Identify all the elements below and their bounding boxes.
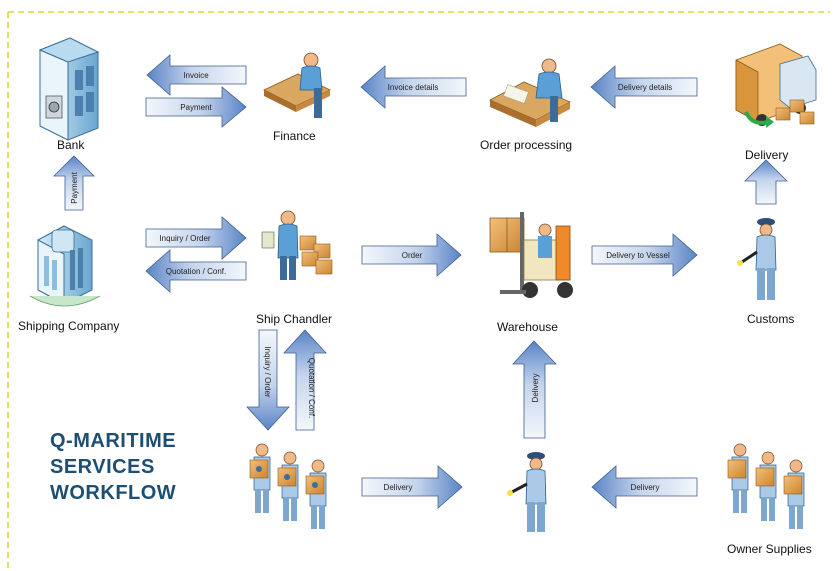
- shipping-company-icon: [29, 225, 101, 307]
- arrow-label-invoice: Invoice: [183, 71, 209, 80]
- node-label-shipping-company: Shipping Company: [18, 319, 120, 333]
- node-label-finance: Finance: [273, 129, 316, 143]
- order-processing-icon: [489, 58, 571, 127]
- arrow-label-delivery-details: Delivery details: [618, 83, 672, 92]
- arrow-inquiry-order-vertical: [246, 329, 290, 431]
- finance-icon: [263, 52, 331, 118]
- title-line-2: SERVICES: [50, 456, 155, 478]
- arrow-delivery-bottom-right: [591, 465, 698, 509]
- title-line-1: Q-MARITIME: [50, 430, 177, 452]
- arrow-label-payment-vertical: Payment: [70, 171, 79, 203]
- inspection-officer-icon: [507, 452, 547, 532]
- dashed-border: [7, 11, 830, 571]
- arrow-invoice-details: [360, 65, 467, 109]
- arrow-quotation-conf-vertical: [283, 329, 327, 431]
- arrow-order: [361, 233, 462, 277]
- arrow-label-delivery-vertical: Delivery: [531, 374, 540, 403]
- arrow-customs-to-delivery: [744, 159, 788, 205]
- node-label-owner-supplies: Owner Supplies: [727, 542, 812, 556]
- node-label-warehouse: Warehouse: [497, 320, 558, 334]
- arrow-delivery-to-vessel: [591, 233, 698, 277]
- arrow-label-payment: Payment: [180, 103, 212, 112]
- arrow-label-order: Order: [402, 251, 423, 260]
- arrow-label-inquiry-order: Inquiry / Order: [159, 234, 210, 243]
- node-label-bank: Bank: [57, 138, 85, 152]
- delivery-truck-icon: [735, 43, 817, 128]
- node-label-customs: Customs: [747, 312, 795, 326]
- node-label-ship-chandler: Ship Chandler: [256, 312, 333, 326]
- suppliers-icon: [249, 443, 327, 529]
- arrow-label-delivery-to-vessel: Delivery to Vessel: [606, 251, 670, 260]
- owner-supplies-icon: [727, 443, 805, 529]
- arrow-payment: [145, 86, 247, 128]
- bank-icon: [38, 37, 100, 141]
- arrow-label-invoice-details: Invoice details: [388, 83, 439, 92]
- arrow-payment-vertical: [53, 155, 95, 211]
- node-label-order-processing: Order processing: [480, 138, 573, 152]
- title-line-3: WORKFLOW: [50, 482, 177, 504]
- arrow-label-inquiry-order-vertical: Inquiry / Order: [263, 346, 272, 397]
- arrow-inquiry-order: [145, 216, 247, 260]
- arrow-quotation-conf: [145, 249, 247, 293]
- arrow-delivery-vertical: [512, 340, 557, 439]
- diagram-title: Q-MARITIME SERVICES WORKFLOW: [50, 428, 176, 506]
- arrow-label-quotation-conf: Quotation / Conf.: [166, 267, 226, 276]
- arrow-label-quotation-conf-vertical: Quotation / Conf.: [307, 358, 316, 418]
- arrow-label-delivery-bottom-right: Delivery: [631, 483, 660, 492]
- customs-officer-icon: [737, 218, 777, 300]
- arrow-label-delivery-bottom-left: Delivery: [384, 483, 413, 492]
- forklift-icon: [489, 212, 573, 298]
- node-label-delivery: Delivery: [745, 148, 789, 162]
- arrow-delivery-bottom-left: [361, 465, 463, 509]
- ship-chandler-icon: [261, 210, 333, 280]
- arrow-invoice: [146, 54, 247, 96]
- arrow-delivery-details: [590, 65, 698, 109]
